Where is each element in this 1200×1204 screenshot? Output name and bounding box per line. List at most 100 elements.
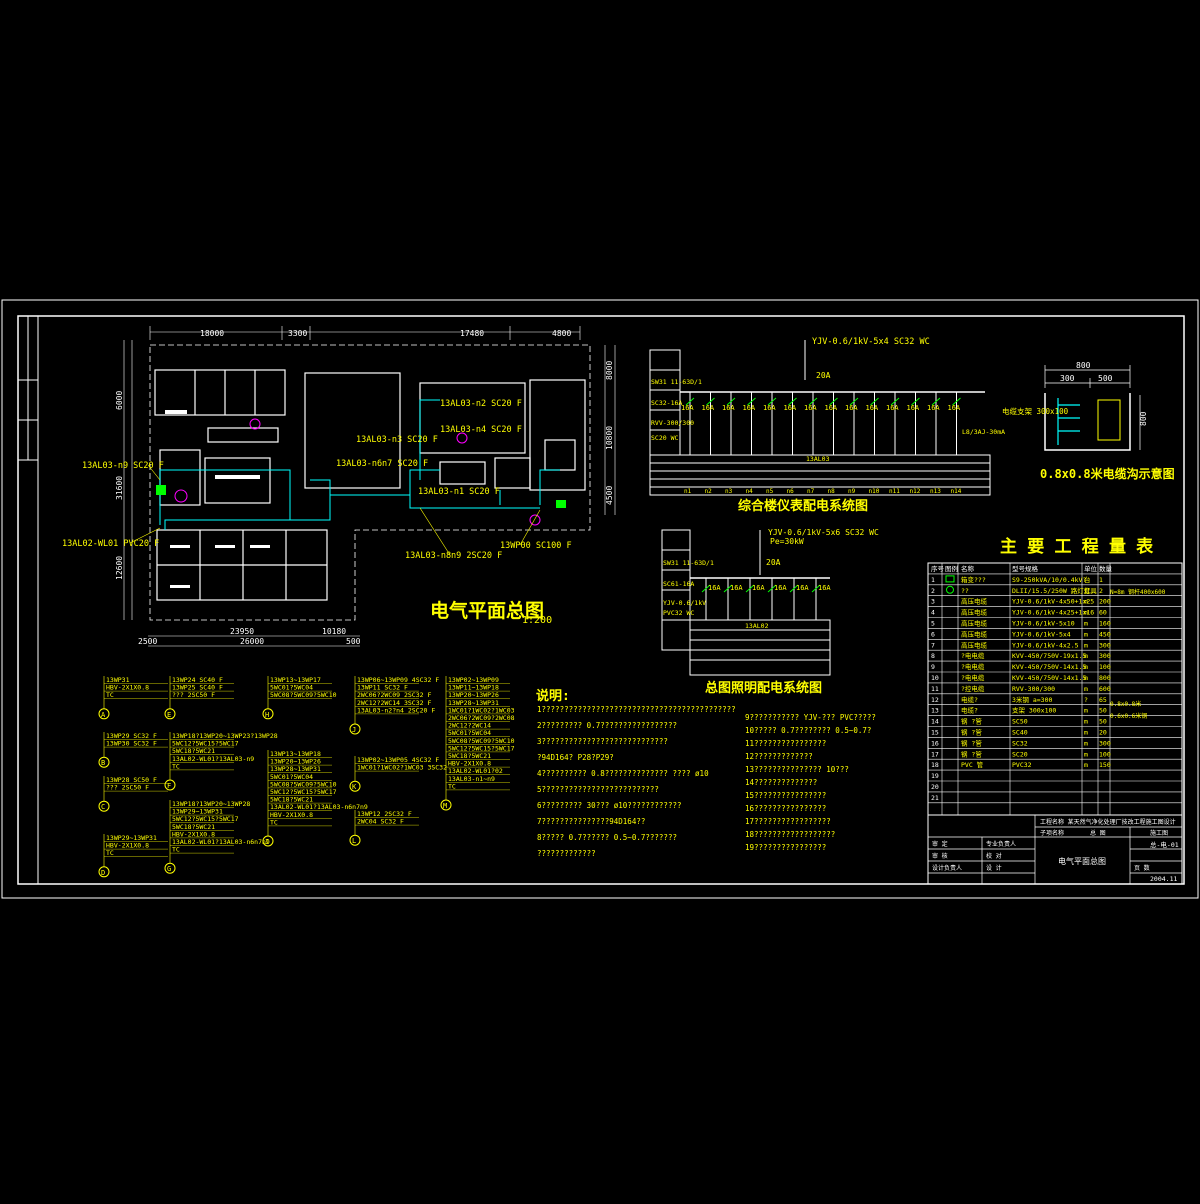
quantities-cell: 高压电缆: [961, 597, 988, 606]
circuit-line: 13WP31: [106, 676, 130, 684]
drawing-frame: [17, 315, 1185, 885]
plan-dim-top-1: 18000: [200, 329, 224, 338]
sheet-border: [1, 299, 1199, 899]
trench-detail: 800 300 500 800 电缆支架 300x100 0.8x0.8米电缆沟…: [1002, 361, 1175, 481]
lighting-branch-breaker: [767, 584, 777, 593]
circuit-line: 13WP30 SC32 F: [106, 740, 157, 748]
title-block-lines: [928, 815, 1182, 884]
quantities-cell: 21: [931, 794, 939, 802]
lighting-branch-breaker: [723, 584, 733, 593]
quantities-cell: 高压电缆: [961, 608, 988, 617]
meter-branch-breaker: [952, 397, 961, 406]
quantities-cell: YJV-0.6/1kV-5x4: [1012, 630, 1071, 638]
trench-section: [1044, 393, 1131, 451]
notes-left: 1???????????????????????????????????????…: [537, 705, 736, 858]
quantities-cell: YJV-0.6/1kV-5x10: [1012, 620, 1075, 628]
quantities-cell: ?控电缆: [961, 684, 985, 693]
circuit-line: 2WC06?2WC09?2WC08: [448, 714, 515, 722]
trench-dims: [1044, 365, 1141, 450]
lighting-branch-breaker: [745, 584, 755, 593]
lighting-side-label-3: YJV-0.6/1kV: [663, 599, 706, 607]
plan-title: 电气平面总图: [430, 599, 544, 622]
trench-dim-right: 500: [1098, 374, 1113, 383]
title-role-1: 审 定: [932, 840, 948, 848]
circuit-line: 5WC01?5WC04: [270, 684, 313, 692]
circuit-line: 13WP02~13WP09: [448, 676, 499, 684]
cable-label-n8n9: 13AL03-n8n9 2SC20 F: [405, 551, 502, 561]
cable-label-n2: 13AL03-n2 SC20 F: [440, 399, 522, 409]
quantities-remark-2: 0.8x0.8米: [1110, 700, 1141, 708]
quantities-cell: m: [1084, 652, 1088, 660]
note-line: 17?????????????????: [745, 817, 831, 826]
circuit-marker-label: H: [265, 711, 269, 719]
quantities-cell: 电缆?: [961, 695, 978, 704]
notes-title: 说明:: [536, 688, 570, 704]
note-line: 18??????????????????: [745, 830, 835, 839]
transformer-symbol-icon: [945, 575, 955, 583]
note-line: 19????????????????: [745, 843, 826, 852]
circuit-marker-label: K: [352, 783, 357, 791]
title-page: 页 数: [1134, 864, 1150, 872]
quantities-header: 名称: [961, 564, 975, 573]
circuit-marker-label: D: [101, 869, 105, 877]
plan-dim-bottom-4: 2500: [138, 637, 157, 646]
note-line: 10????? 0.7???????? 0.5~0.7?: [745, 726, 871, 735]
quantities-cell: 支架 300x100: [1012, 706, 1056, 715]
circuit-line: 13AL02-WL01?13AL03-n6n7n9: [270, 803, 368, 811]
circuit-line: 5WC08?5WC09?5WC10: [448, 737, 515, 745]
meter-loop-id: n13: [930, 488, 941, 495]
quantities-cell: 9: [931, 663, 935, 671]
circuit-line: HBV-2X1X0.8: [172, 830, 215, 838]
circuit-marker-label: A: [101, 711, 106, 719]
circuit-line: HBV-2X1X0.8: [106, 684, 149, 692]
circuit-line: 13WP06~13WP09 4SC32 F: [357, 676, 439, 684]
quantities-cell: 高压电缆: [961, 619, 988, 628]
circuit-line: 2WC04 SC32 F: [357, 818, 404, 826]
quantities-cell: 电缆?: [961, 706, 978, 715]
meter-circuit-table-rows: [650, 462, 990, 488]
quantities-cell: ?电电缆: [961, 673, 985, 682]
title-role-2: 专业负责人: [986, 840, 1016, 848]
meter-side-label-2: SC32-16A: [651, 399, 682, 407]
quantities-cell: m: [1084, 630, 1088, 638]
cable-label-n1: 13AL03-n1 SC20 F: [418, 487, 500, 497]
meter-branch-breaker: [849, 397, 859, 406]
meter-circuit-table: [649, 454, 991, 496]
quantities-cell: 3米钢 a=300: [1012, 695, 1052, 704]
quantities-cell: 12: [931, 696, 939, 704]
notes: 说明: 1???????????????????????????????????…: [536, 688, 876, 858]
circuit-marker-icon: [440, 799, 452, 811]
meter-branch-rating: 16A: [886, 404, 899, 412]
quantities-cell: m: [1084, 729, 1088, 737]
circuit-marker-icon: [262, 708, 274, 720]
trench-cable-bundle: [1097, 399, 1121, 441]
quantities-cell: 箱变???: [961, 575, 986, 584]
note-line: 5??????????????????????????: [537, 785, 659, 794]
circuit-line: 13AL02-WL01?13AL03-n6n7n9: [172, 838, 270, 846]
circuit-line: 5WC18?5WC21: [172, 823, 215, 831]
circuit-marker-label: I: [265, 838, 269, 846]
note-line: 8????? 0.7?????? 0.5~0.7???????: [537, 833, 677, 842]
lighting-power: Pe=30kW: [770, 537, 804, 546]
trench-dim-height: 800: [1139, 411, 1148, 426]
circuit-line: TC: [172, 762, 180, 770]
meter-earth-label: L8/3AJ-30mA: [962, 428, 1005, 436]
meter-side-label-1: SW31 11-63D/1: [651, 378, 702, 386]
quantities-cell: PVC 管: [961, 760, 984, 769]
quantities-header: 图例: [945, 564, 958, 573]
circuit-line: 13WP18?13WP20~13WP28: [172, 800, 250, 808]
circuit-line: 2WC12?2WC14: [448, 722, 491, 730]
quantities-cell: 1: [931, 576, 935, 584]
title-drawing-type: 总 图: [1090, 829, 1106, 837]
circuit-line: TC: [448, 782, 456, 790]
quantities-cell: m: [1084, 739, 1088, 747]
quantities-cell: ?电电缆: [961, 651, 985, 660]
quantities-cell: ??: [961, 587, 969, 595]
meter-branch-rating: 16A: [907, 404, 920, 412]
meter-side-label-4: SC20 WC: [651, 434, 678, 442]
lighting-branch-rating: 16A: [708, 584, 721, 592]
